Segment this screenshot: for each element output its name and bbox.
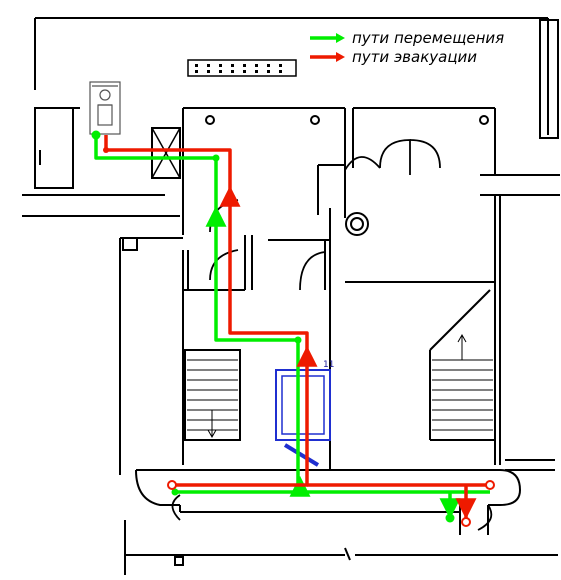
legend-movement-label: пути перемещения (352, 29, 504, 47)
movement-route-nodes (91, 130, 455, 523)
walls (22, 17, 560, 575)
doors (171, 139, 493, 531)
movement-route (94, 135, 490, 520)
evacuation-route-nodes (103, 147, 495, 527)
stairs-left (187, 359, 238, 439)
elevator-label: 11 (323, 360, 334, 370)
stairs-right (432, 333, 493, 431)
legend-evacuation-label: пути эвакуации (352, 48, 477, 66)
elevator: 11 (275, 360, 334, 467)
wheelchair-icon (89, 81, 121, 135)
entrance-vestibule (151, 127, 181, 179)
legend-movement: пути перемещения (310, 29, 504, 47)
ramp-grate (187, 59, 297, 77)
legend-evacuation: пути эвакуации (310, 48, 477, 66)
fixtures (205, 115, 489, 236)
legend: пути перемещения пути эвакуации (310, 29, 504, 66)
